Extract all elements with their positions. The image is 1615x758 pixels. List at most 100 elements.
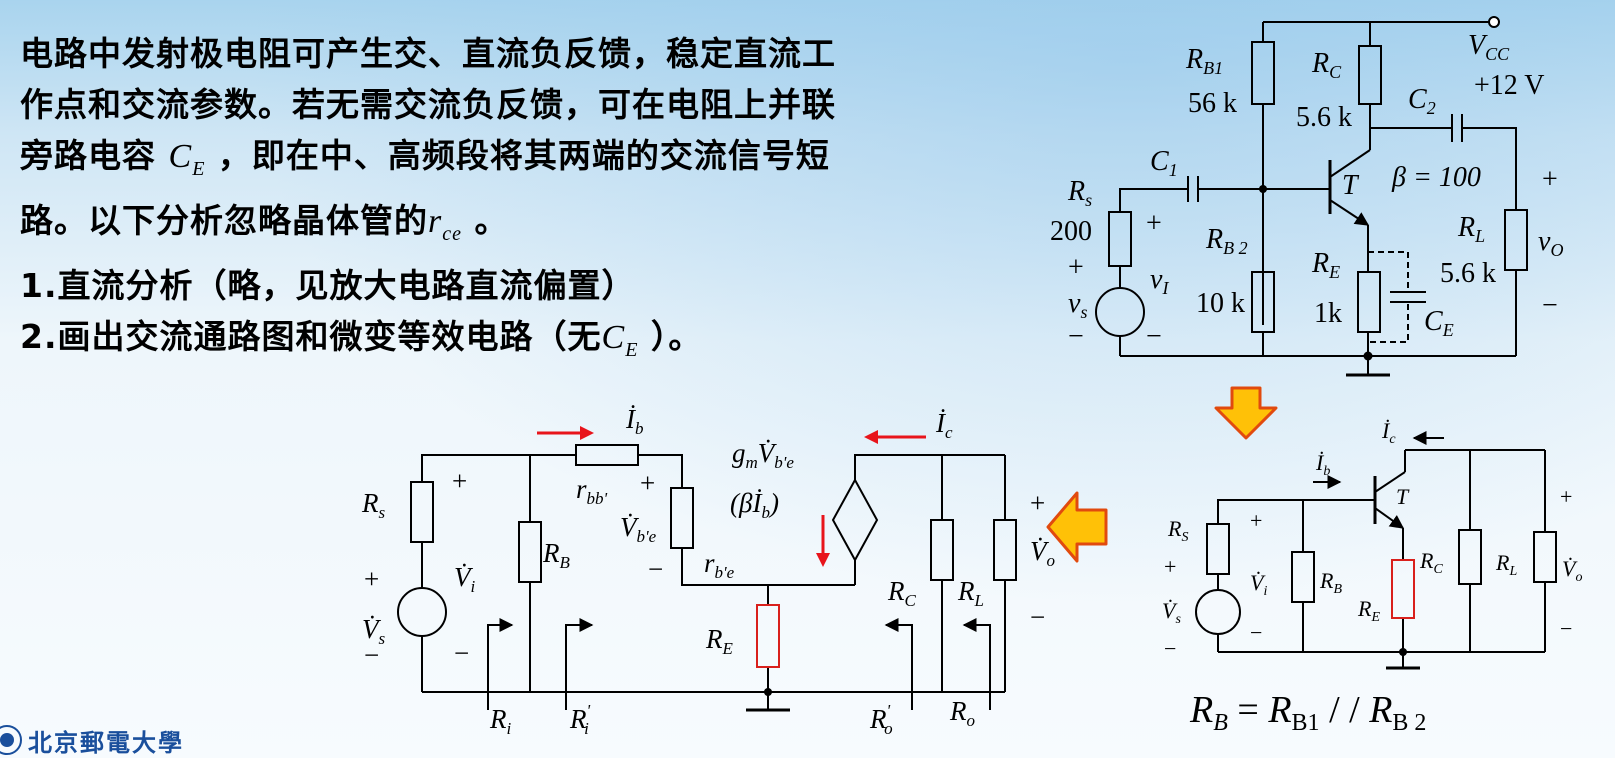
- text-line-4: 路。以下分析忽略晶体管的rce 。: [20, 200, 509, 245]
- svg-text:RC: RC: [887, 576, 917, 610]
- svg-text:VCC: VCC: [1468, 30, 1510, 64]
- rb-resistor: [518, 521, 542, 583]
- svg-text:+: +: [1068, 252, 1084, 283]
- svg-text:+12 V: +12 V: [1474, 70, 1545, 101]
- svg-text:(βİb): (βİb): [730, 488, 779, 522]
- svg-text:RB: RB: [1319, 568, 1342, 597]
- svg-text:V̇o: V̇o: [1562, 556, 1582, 585]
- ss-rs-resistor: [410, 481, 434, 543]
- svg-text:İb: İb: [625, 404, 644, 438]
- re-resistor: [1357, 271, 1381, 333]
- svg-text:T: T: [1342, 170, 1360, 201]
- svg-text:İb: İb: [1315, 450, 1330, 479]
- svg-text:İc: İc: [1381, 418, 1396, 447]
- svg-text:β = 100: β = 100: [1391, 162, 1481, 193]
- ss-vs-source: [397, 587, 447, 637]
- left-arrow-icon: [1046, 491, 1108, 563]
- svg-text:Rs: Rs: [1067, 176, 1092, 210]
- ss-rc-resistor: [930, 519, 954, 581]
- symbol-ce: CE: [168, 138, 206, 180]
- svg-text:+: +: [1560, 484, 1572, 509]
- svg-text:vs: vs: [1068, 288, 1087, 322]
- svg-text:Rs: Rs: [361, 488, 386, 522]
- svg-text:−: −: [364, 640, 379, 670]
- svg-text:RL: RL: [1495, 550, 1517, 579]
- svg-text:+: +: [1164, 554, 1176, 579]
- rl-resistor: [1504, 209, 1528, 271]
- svg-text:+: +: [1542, 164, 1558, 195]
- ss-re-resistor: [756, 604, 780, 668]
- red-current-arrows: [537, 426, 926, 567]
- rbe-resistor: [670, 487, 694, 549]
- svg-text:−: −: [454, 638, 469, 668]
- svg-text:C1: C1: [1150, 146, 1178, 180]
- logo-emblem-icon: [0, 725, 22, 755]
- rs-resistor: [1108, 211, 1132, 267]
- svg-text:vO: vO: [1538, 226, 1563, 260]
- svg-text:C2: C2: [1408, 84, 1436, 118]
- svg-text:RE: RE: [705, 624, 734, 658]
- svg-text:rbb': rbb': [576, 474, 608, 508]
- svg-text:RE: RE: [1357, 596, 1380, 625]
- ac-rb-resistor: [1291, 551, 1315, 603]
- svg-text:rb'e: rb'e: [704, 548, 735, 582]
- svg-text:RL: RL: [957, 576, 984, 610]
- svg-text:RB 2: RB 2: [1205, 224, 1248, 258]
- text-line-2: 作点和交流参数。若无需交流负反馈，可在电阻上并联: [20, 85, 836, 124]
- svg-text:Ri: Ri: [489, 704, 512, 738]
- svg-text:−: −: [1030, 602, 1045, 632]
- explanation-text: 电路中发射极电阻可产生交、直流负反馈，稳定直流工 作点和交流参数。若无需交流负反…: [20, 28, 1060, 375]
- svg-text:RE: RE: [1311, 248, 1340, 282]
- svg-text:CE: CE: [1424, 306, 1454, 340]
- svg-text:RC: RC: [1419, 548, 1443, 577]
- svg-text:RL: RL: [1457, 212, 1485, 246]
- logo-text: 北京郵電大學: [28, 727, 184, 757]
- small-signal-labels: İb İc rbb' gmV̇b'e (βİb) + V̇b'e − rb'e …: [361, 404, 1055, 738]
- controlled-current-source: [831, 477, 879, 563]
- symbol-ce-2: CE: [601, 318, 639, 361]
- svg-text:+: +: [1030, 488, 1045, 518]
- ss-rl-resistor: [993, 519, 1017, 581]
- svg-text:+: +: [452, 466, 467, 496]
- text-line-1: 电路中发射极电阻可产生交、直流负反馈，稳定直流工: [20, 34, 836, 73]
- rbb-resistor: [575, 444, 639, 466]
- ac-rl-resistor: [1533, 531, 1557, 583]
- text-line-6: 2.画出交流通路图和微变等效电路（无CE ）。: [20, 316, 703, 361]
- svg-text:V̇b'e: V̇b'e: [620, 512, 657, 546]
- svg-text:V̇i: V̇i: [454, 562, 476, 596]
- svg-text:vI: vI: [1150, 264, 1169, 298]
- svg-text:V̇o: V̇o: [1030, 536, 1055, 570]
- svg-text:R'o: R'o: [869, 701, 893, 738]
- ac-rs-resistor: [1206, 523, 1230, 575]
- svg-text:RC: RC: [1311, 48, 1342, 82]
- text-line-3: 旁路电容 CE ，即在中、高频段将其两端的交流信号短: [20, 136, 830, 180]
- svg-text:56 k: 56 k: [1188, 88, 1237, 119]
- rb1-resistor: [1251, 41, 1275, 105]
- ac-re-resistor: [1391, 559, 1415, 619]
- svg-text:200: 200: [1050, 216, 1092, 247]
- svg-text:RB1: RB1: [1185, 44, 1223, 78]
- amplifier-labels: RB1 56 k RC 5.6 k VCC +12 V C2 C1 T β = …: [1050, 30, 1563, 352]
- svg-text:+: +: [1146, 208, 1162, 239]
- svg-text:Ro: Ro: [949, 696, 975, 730]
- vs-source: [1095, 287, 1145, 337]
- svg-text:RS: RS: [1167, 516, 1188, 545]
- svg-text:V̇s: V̇s: [1162, 598, 1181, 627]
- svg-text:10 k: 10 k: [1196, 288, 1245, 319]
- svg-text:−: −: [1542, 290, 1558, 321]
- svg-text:gmV̇b'e: gmV̇b'e: [732, 438, 794, 472]
- svg-text:R'i: R'i: [569, 701, 591, 738]
- rb-formula: RB = RB1 / / RB 2: [1189, 689, 1426, 736]
- ac-path-labels: İb İc T RS + V̇i − + V̇s − RB RE RC RL V…: [1162, 418, 1582, 661]
- svg-text:5.6 k: 5.6 k: [1296, 102, 1352, 133]
- small-signal-circuit: [397, 444, 1017, 712]
- svg-text:+: +: [640, 468, 655, 498]
- svg-text:+: +: [1250, 508, 1262, 533]
- svg-text:−: −: [1560, 616, 1572, 641]
- down-arrow-icon: [1214, 386, 1278, 440]
- ac-vs-source: [1195, 589, 1241, 635]
- svg-text:V̇s: V̇s: [362, 614, 386, 648]
- svg-text:RB: RB: [542, 538, 571, 572]
